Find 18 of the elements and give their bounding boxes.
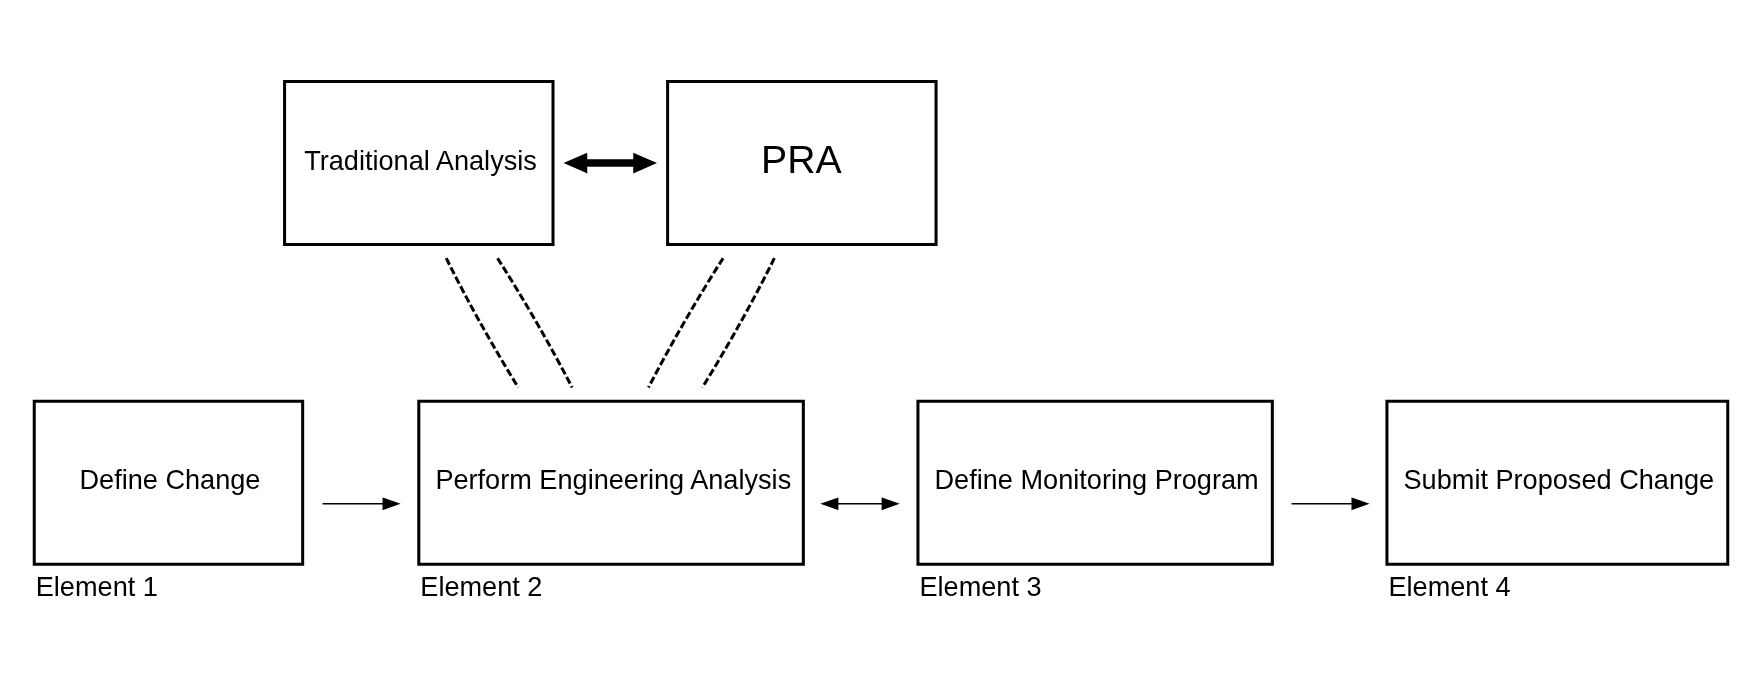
node-label: Element 3 [919, 570, 1042, 602]
connector [496, 256, 574, 388]
node-label: Element 4 [1388, 570, 1511, 602]
arrow [321, 497, 401, 510]
node-box: Define Change [32, 399, 305, 566]
node-box: Traditional Analysis [283, 79, 555, 246]
connector [701, 257, 776, 388]
arrow [820, 497, 900, 510]
arrow [563, 152, 657, 173]
node-box: Define Monitoring Program [916, 399, 1274, 566]
node-box: PRA [666, 79, 938, 246]
arrow [1290, 497, 1370, 510]
connector [647, 256, 725, 388]
node-box: Submit Proposed Change [1385, 399, 1730, 566]
node-box: Perform Engineering Analysis [417, 399, 805, 566]
node-label: Element 1 [35, 570, 158, 602]
node-label: Element 2 [420, 570, 543, 602]
connector [444, 257, 520, 388]
